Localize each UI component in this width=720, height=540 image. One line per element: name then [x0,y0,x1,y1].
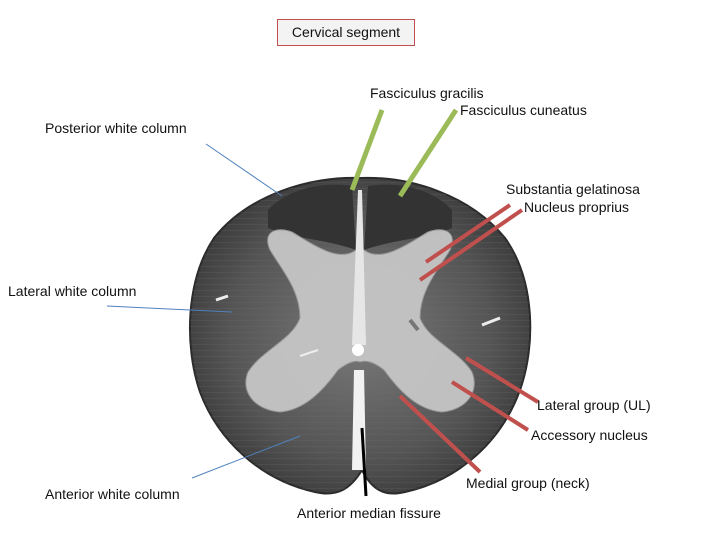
label-anterior-median-fissure: Anterior median fissure [297,505,441,521]
title-box: Cervical segment [277,19,415,46]
label-accessory-nucleus: Accessory nucleus [531,427,648,443]
label-fasciculus-gracilis: Fasciculus gracilis [370,85,484,101]
label-lateral-white-column: Lateral white column [8,283,137,299]
pointer-accessory-nucleus [450,380,530,432]
pointer-nucleus-proprius [418,208,524,282]
pointer-substantia-gelatinosa [424,203,512,264]
pointer-posterior-white-column [205,143,283,197]
label-nucleus-proprius: Nucleus proprius [524,199,630,215]
pointer-fasciculus-gracilis [349,109,385,191]
label-anterior-white-column: Anterior white column [45,486,180,502]
label-lateral-group: Lateral group (UL) [537,397,651,413]
label-substantia-gelatinosa: Substantia gelatinosa [506,181,640,197]
central-canal [352,344,364,356]
label-posterior-white-column: Posterior white column [45,120,187,136]
pointer-anterior-median-fissure [360,427,368,497]
posterior-median-septum [352,190,366,345]
pointer-medial-group [398,394,482,474]
pointer-fasciculus-cuneatus [397,108,459,198]
label-medial-group: Medial group (neck) [466,475,590,491]
spinal-cord-section [188,176,532,495]
pointer-lateral-white-column [106,305,233,313]
label-fasciculus-cuneatus: Fasciculus cuneatus [460,102,587,118]
pointer-anterior-white-column [191,435,301,479]
pointer-lateral-group [464,356,540,404]
